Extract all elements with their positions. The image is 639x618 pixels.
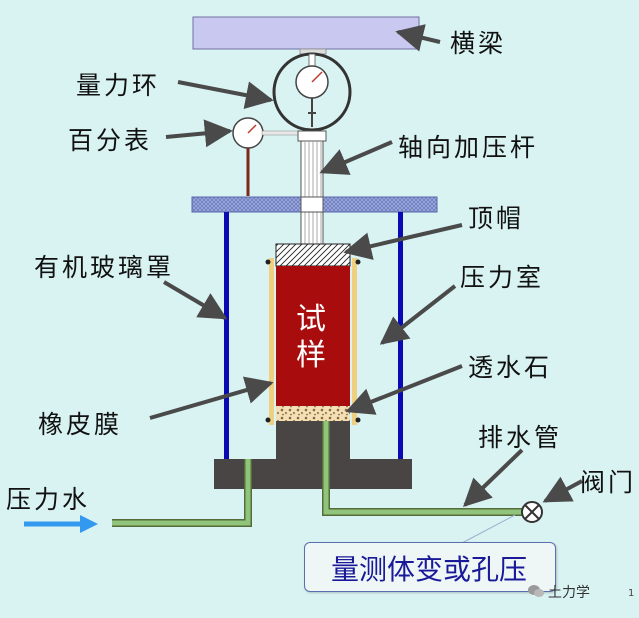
label-valve: 阀门 [580, 468, 637, 497]
label-cover: 有机玻璃罩 [34, 253, 175, 282]
label-load-ring: 量力环 [76, 71, 161, 100]
pedestal [276, 421, 350, 459]
label-pressure-chamber: 压力室 [460, 263, 545, 292]
label-pressure-water: 压力水 [6, 485, 91, 514]
arrow-axial-rod [319, 140, 393, 175]
axial-rod-collar [297, 130, 327, 142]
label-sample: 试样 [296, 302, 330, 373]
arrow-load-ring [177, 80, 274, 109]
measure-connector [461, 514, 516, 544]
label-dial-gauge: 百分表 [68, 126, 153, 155]
pressure-water-arrow-head [80, 515, 98, 533]
arrow-cover [162, 280, 228, 320]
membrane-left [269, 258, 274, 425]
porous-stone [276, 406, 350, 421]
membrane-right [352, 258, 357, 425]
load-ring-needle [311, 71, 323, 83]
measure-box [304, 542, 556, 592]
axial-rod-lines [304, 141, 322, 244]
dial-gauge-needle [247, 124, 257, 134]
watermark: 土力学 [548, 585, 590, 601]
callout-arrows [149, 24, 583, 507]
top-cap [275, 243, 351, 267]
label-axial-rod: 轴向加压杆 [398, 133, 539, 162]
dial-gauge-arm [261, 130, 299, 136]
cover-post-left [224, 212, 229, 459]
arrow-membrane [149, 376, 274, 420]
membrane-pins [265, 259, 361, 423]
page-number: 1 [628, 588, 635, 599]
pressure-water-pipe-inner [112, 459, 251, 526]
crossbeam [192, 16, 420, 50]
arrow-chamber [379, 284, 457, 345]
base [214, 459, 412, 489]
cover-post-right [398, 212, 403, 459]
label-measure: 量测体变或孔压 [330, 553, 527, 586]
arrow-beam [395, 24, 441, 52]
drain-pipe-inner [323, 421, 522, 515]
arrow-drain [462, 448, 524, 507]
arrow-porous-stone [345, 364, 463, 415]
sample [276, 266, 350, 406]
wechat-icon [528, 585, 544, 597]
arrow-top-cap [343, 223, 463, 260]
axial-rod [300, 140, 324, 245]
label-beam: 横梁 [450, 29, 507, 58]
label-drain-pipe: 排水管 [478, 423, 563, 452]
arrow-dial-gauge [165, 119, 233, 148]
label-top-cap: 顶帽 [468, 204, 525, 233]
label-porous-stone: 透水石 [468, 353, 553, 382]
arrow-valve [542, 476, 583, 503]
axial-rod-through-plate [300, 196, 324, 213]
valve-cross-b [524, 504, 540, 520]
label-membrane: 橡皮膜 [38, 410, 123, 439]
